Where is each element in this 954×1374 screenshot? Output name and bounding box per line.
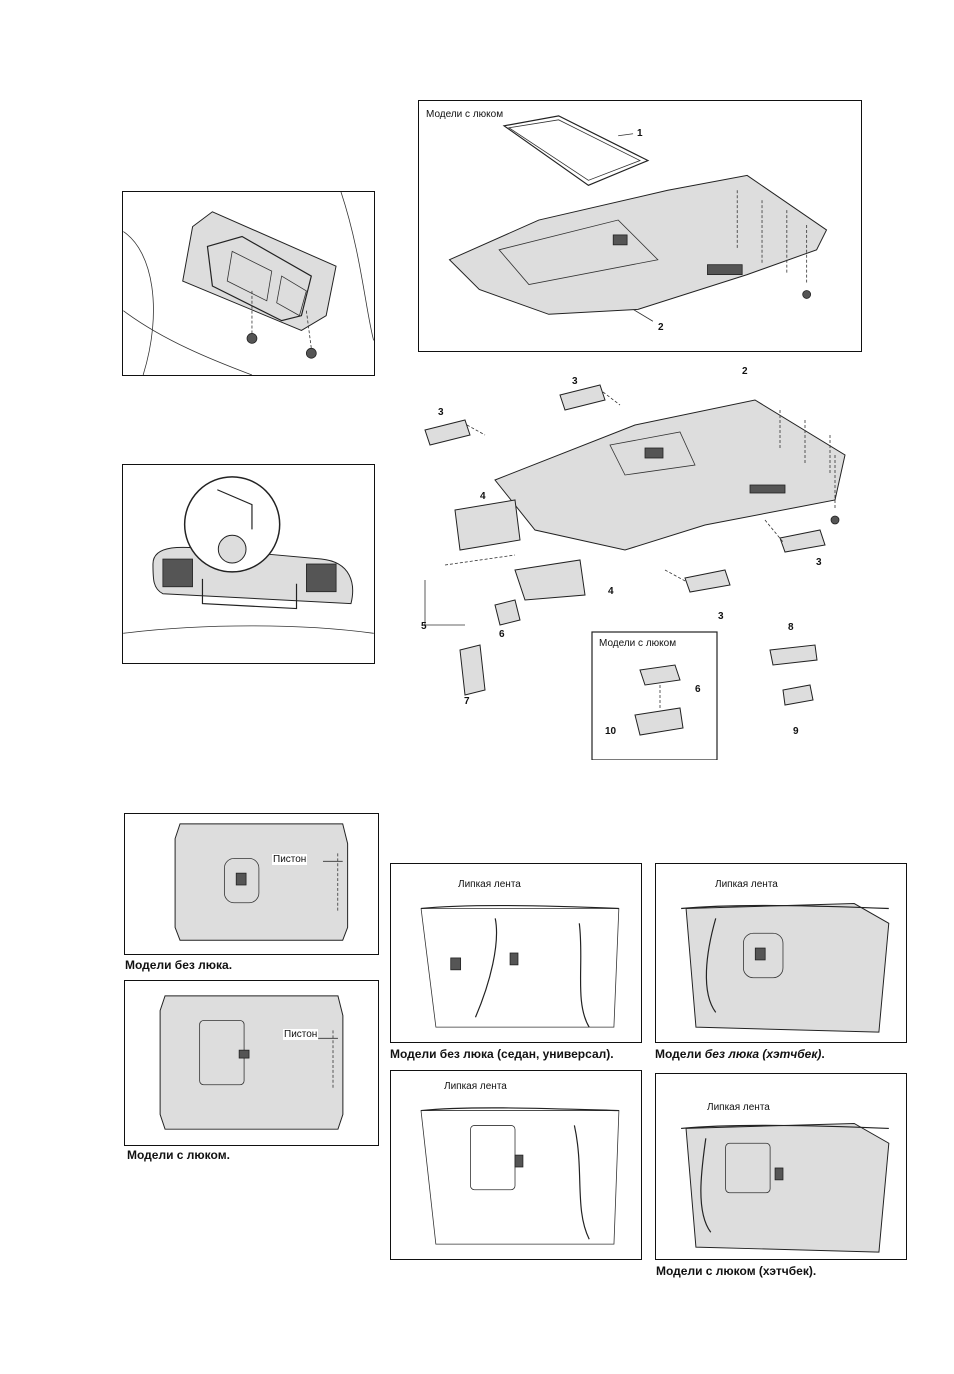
- wiring-caption: Модели без люка (седан, универсал).: [390, 1047, 614, 1061]
- headliner-top-view-drawing: [125, 981, 378, 1145]
- callout-7: 7: [464, 696, 470, 707]
- caption-italic: без люка (хэтчбек): [705, 1047, 822, 1061]
- callout-3: 3: [572, 376, 578, 387]
- panel-title: Модели с люком: [425, 109, 504, 120]
- headliner-sunroof-panel: Модели с люком 1 2: [418, 100, 862, 352]
- piston-sunroof-panel: Пистон: [124, 980, 379, 1146]
- exploded-view: 2 3 3 3 3 4 4 5 6 7 8 9 Модели с люком 6…: [405, 360, 875, 760]
- callout-6: 6: [499, 629, 505, 640]
- callout-9: 9: [793, 726, 799, 737]
- callout-3: 3: [816, 557, 822, 568]
- wiring-harness-drawing: [656, 1074, 906, 1259]
- wiring-sunroof-hatchback-panel: Липкая лента: [655, 1073, 907, 1260]
- piston-no-sunroof-panel: Пистон: [124, 813, 379, 955]
- callout-8: 8: [788, 622, 794, 633]
- adhesive-tape-label: Липкая лента: [443, 1081, 508, 1092]
- adhesive-tape-label: Липкая лента: [457, 879, 522, 890]
- wiring-caption: Модели с люком (хэтчбек).: [656, 1264, 816, 1278]
- adhesive-tape-label: Липкая лента: [714, 879, 779, 890]
- wiring-caption: Модели без люка (хэтчбек).: [655, 1047, 825, 1061]
- inset-title: Модели с люком: [598, 638, 677, 649]
- sunroof-caption: Модели с люком.: [127, 1148, 230, 1162]
- callout-1: 1: [637, 128, 643, 139]
- callout-3: 3: [438, 407, 444, 418]
- wiring-harness-drawing: [391, 864, 641, 1042]
- console-removal-panel: [122, 191, 375, 376]
- callout-4: 4: [480, 491, 486, 502]
- caption-suffix: .: [821, 1047, 824, 1061]
- callout-6: 6: [695, 684, 701, 695]
- sunvisor-detail-drawing: [123, 465, 374, 663]
- console-removal-drawing: [123, 192, 374, 375]
- callout-5: 5: [421, 621, 427, 632]
- piston-label: Пистон: [272, 854, 307, 865]
- sunvisor-detail-panel: [122, 464, 375, 664]
- adhesive-tape-label: Липкая лента: [706, 1102, 771, 1113]
- exploded-headliner-drawing: [405, 360, 875, 760]
- wiring-harness-drawing: [391, 1071, 641, 1259]
- caption-prefix: Модели: [655, 1047, 705, 1061]
- callout-3: 3: [718, 611, 724, 622]
- callout-4: 4: [608, 586, 614, 597]
- headliner-top-view-drawing: [125, 814, 378, 954]
- wiring-sedan-wagon-panel: Липкая лента: [390, 863, 642, 1043]
- callout-10: 10: [605, 726, 616, 737]
- no-sunroof-caption: Модели без люка.: [125, 958, 232, 972]
- callout-2: 2: [658, 322, 664, 333]
- wiring-harness-drawing: [656, 864, 906, 1042]
- callout-2: 2: [742, 366, 748, 377]
- wiring-hatchback-panel: Липкая лента: [655, 863, 907, 1043]
- wiring-sunroof-panel: Липкая лента: [390, 1070, 642, 1260]
- piston-label: Пистон: [283, 1029, 318, 1040]
